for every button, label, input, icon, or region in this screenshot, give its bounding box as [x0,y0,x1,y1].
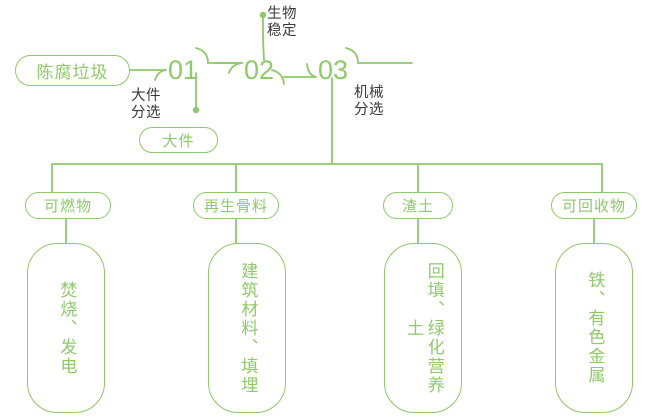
step-number-01: 01 [168,55,199,85]
node-output-1-label: 建筑材料、填埋 [238,261,258,395]
arc-step3-left [306,63,317,78]
step-number-03: 03 [318,55,349,85]
annotation-step-03: 机械 分选 [354,85,384,119]
node-category-3-label: 可回收物 [561,198,626,215]
node-category-3[interactable]: 可回收物 [551,192,637,219]
node-category-0-label: 可燃物 [43,198,92,215]
arc-step3-top [345,47,359,64]
node-output-0[interactable]: 焚烧、发电 [27,243,105,413]
annotation-step-02: 生物 稳定 [267,6,297,40]
arc-step2-bottom-right [271,69,285,85]
node-output-1[interactable]: 建筑材料、填埋 [208,243,286,413]
node-output-3-label: 铁、有色金属 [585,271,605,385]
arc-step1-top [195,47,209,64]
dot-bio-branch [259,11,267,19]
arc-step2-left [228,62,243,74]
node-category-1[interactable]: 再生骨料 [193,192,279,219]
node-category-1-label: 再生骨料 [203,198,268,215]
node-category-2-label: 渣土 [401,198,434,215]
dot-bulky-branch [192,106,200,114]
arc-step1-bottom-left [154,69,167,81]
node-root-label: 陈腐垃圾 [36,63,109,82]
node-category-2[interactable]: 渣土 [383,192,453,219]
node-category-0[interactable]: 可燃物 [25,192,111,219]
node-root[interactable]: 陈腐垃圾 [15,55,130,86]
wire-step2-to-bio [262,29,265,61]
node-bulky[interactable]: 大件 [139,127,218,153]
node-bulky-label: 大件 [162,132,195,150]
step-number-02: 02 [244,55,275,85]
node-output-0-label: 焚烧、发电 [57,280,77,376]
node-output-2-label: 回填、绿化营养土 [404,261,444,395]
node-output-3[interactable]: 铁、有色金属 [555,243,633,413]
annotation-step-01: 大件 分选 [131,88,161,122]
node-output-2[interactable]: 回填、绿化营养土 [384,243,462,413]
